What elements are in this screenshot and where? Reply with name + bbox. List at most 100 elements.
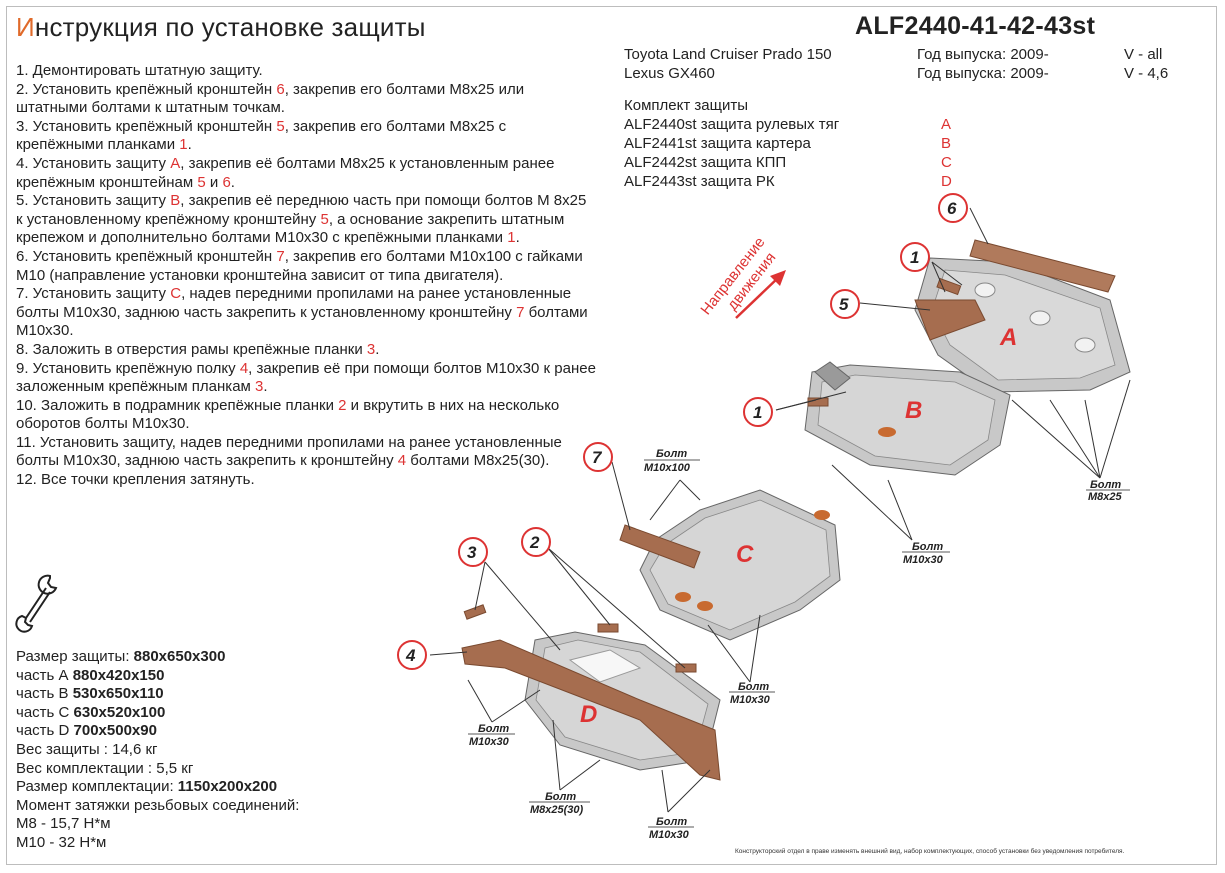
step-reference: 7 <box>516 303 525 321</box>
spec-line: М10 - 32 Н*м <box>16 834 299 853</box>
kit-item-letter: A <box>941 116 952 133</box>
bolt-label: Болт M10x30 <box>648 816 694 841</box>
step-reference: 3 <box>255 378 264 396</box>
instruction-steps: 1. Демонтировать штатную защиту.2. Устан… <box>16 62 596 490</box>
spec-line: Размер защиты: 880х650х300 <box>16 648 299 667</box>
kit-item: ALF2442st защита КПП C <box>624 153 964 172</box>
bolt-size: M10x30 <box>649 829 690 841</box>
spec-label: часть В <box>16 685 73 703</box>
bolt-size: M8x25(30) <box>530 804 584 816</box>
bolt-word: Болт <box>912 541 943 553</box>
step-text: 10. Заложить в подрамник крепёжные планк… <box>16 396 339 414</box>
vehicle-row: Toyota Land Cruiser Prado 150 Год выпуск… <box>624 45 1184 64</box>
instruction-step: 3. Установить крепёжный кронштейн 5, зак… <box>16 118 596 155</box>
callout-number: 1 <box>910 248 919 267</box>
callout-2: 2 <box>521 527 551 557</box>
title-rest: нструкция по установке защиты <box>34 12 426 42</box>
spec-label: часть С <box>16 703 74 721</box>
spec-label: М10 - 32 Н*м <box>16 833 107 851</box>
bracket-5 <box>914 299 986 341</box>
step-text: 12. Все точки крепления затянуть. <box>16 471 255 489</box>
step-text: 6. Установить крепёжный кронштейн <box>16 247 277 265</box>
kit-item: ALF2443st защита РК D <box>624 172 964 191</box>
title-first-letter: И <box>16 12 35 42</box>
part-letter-b: B <box>905 397 922 424</box>
direction-arrow-icon <box>735 270 786 319</box>
spec-value: 630х520х100 <box>73 703 166 721</box>
spec-label: Размер комплектации: <box>16 778 178 796</box>
part-letter-d: D <box>580 701 597 728</box>
callout-1b: 1 <box>743 397 773 427</box>
callout-number: 2 <box>529 533 540 552</box>
step-text: 9. Установить крепёжную полку <box>16 359 240 377</box>
instruction-step: 5. Установить защиту В, закрепив её пере… <box>16 192 596 248</box>
bolt-word: Болт <box>478 723 509 735</box>
step-reference: 5 <box>276 117 285 135</box>
kit-item-name: ALF2443st защита РК <box>624 173 775 190</box>
bolt-word: Болт <box>656 816 687 828</box>
bolt-size: M8x25 <box>1088 491 1123 503</box>
kit-item-letter: B <box>941 135 952 152</box>
callout-5: 5 <box>830 289 860 319</box>
bolt-word: Болт <box>545 791 576 803</box>
plate-3 <box>463 604 487 620</box>
spec-label: часть D <box>16 722 74 740</box>
bolt-word: Болт <box>1090 479 1121 491</box>
spec-value: 880х650х300 <box>133 648 226 665</box>
kit-heading: Комплект защиты <box>624 97 748 114</box>
bracket-7 <box>619 524 701 569</box>
step-text: , а основание закрепить штатным крепежом… <box>16 210 565 247</box>
step-reference: 4 <box>239 359 249 377</box>
callout-number: 5 <box>839 295 849 314</box>
kit-item: ALF2440st защита рулевых тяг A <box>624 115 964 134</box>
bolt-size: M10x100 <box>644 462 691 474</box>
spec-label: Момент затяжки резьбовых соединений: <box>16 796 300 814</box>
callout-7: 7 <box>583 442 613 472</box>
step-reference: 6 <box>276 80 285 98</box>
spec-line: М8 - 15,7 Н*м <box>16 815 299 834</box>
step-text: 3. Установить крепёжный кронштейн <box>16 117 277 135</box>
bolt-label: Болт M10x30 <box>729 681 775 706</box>
kit-item-name: ALF2441st защита картера <box>624 135 811 152</box>
step-text: . <box>187 136 192 154</box>
kit-item-letter: C <box>941 154 952 171</box>
spec-label: М8 - 15,7 Н*м <box>16 815 111 833</box>
bracket-6 <box>969 239 1116 293</box>
step-reference: 1 <box>179 136 188 154</box>
step-text: 7. Установить защиту <box>16 285 171 303</box>
callout-number: 1 <box>753 403 762 422</box>
instruction-step: 8. Заложить в отверстия рамы крепёжные п… <box>16 341 596 360</box>
instruction-step: 11. Установить защиту, надев передними п… <box>16 434 596 471</box>
step-reference: 5 <box>320 210 329 228</box>
spec-line: часть А 880х420х150 <box>16 667 299 686</box>
plate-1 <box>936 277 962 296</box>
instruction-step: 4. Установить защиту А, закрепив её болт… <box>16 155 596 192</box>
step-text: 1. Демонтировать штатную защиту. <box>16 62 263 79</box>
step-text: , закрепив её переднюю часть при помощи … <box>16 192 587 228</box>
step-text: болтами М8х25(30). <box>406 452 550 470</box>
step-reference: 2 <box>338 396 347 414</box>
step-reference: А <box>170 154 181 172</box>
leader-lines <box>429 207 1131 813</box>
spec-label: Вес защиты : 14,6 кг <box>16 740 158 758</box>
spec-label: Размер защиты: <box>16 648 134 665</box>
bolt-label: Болт M10x100 <box>644 448 700 474</box>
kit-item-letter: D <box>941 173 952 190</box>
step-text: , надев передними пропилами на ранее уст… <box>16 285 572 321</box>
spec-value: 700х500х90 <box>73 722 157 740</box>
callout-1: 1 <box>900 242 930 272</box>
step-text: , закрепив её болтами М8х25 к установлен… <box>16 154 555 191</box>
step-text: 11. Установить защиту, надев передними п… <box>16 433 562 470</box>
spec-line: часть D 700х500х90 <box>16 722 299 741</box>
spec-line: Размер комплектации: 1150х200х200 <box>16 778 299 797</box>
kit-item-name: ALF2442st защита КПП <box>624 154 787 171</box>
bolt-word: Болт <box>738 681 769 693</box>
kit-item-name: ALF2440st защита рулевых тяг <box>624 116 840 133</box>
instruction-step: 1. Демонтировать штатную защиту. <box>16 62 596 81</box>
spec-label: часть А <box>16 666 73 684</box>
callout-number: 6 <box>947 199 957 218</box>
step-reference: В <box>170 192 181 210</box>
disclaimer: Конструкторский отдел в праве изменять в… <box>735 848 1125 855</box>
instruction-step: 9. Установить крепёжную полку 4, закрепи… <box>16 360 596 397</box>
